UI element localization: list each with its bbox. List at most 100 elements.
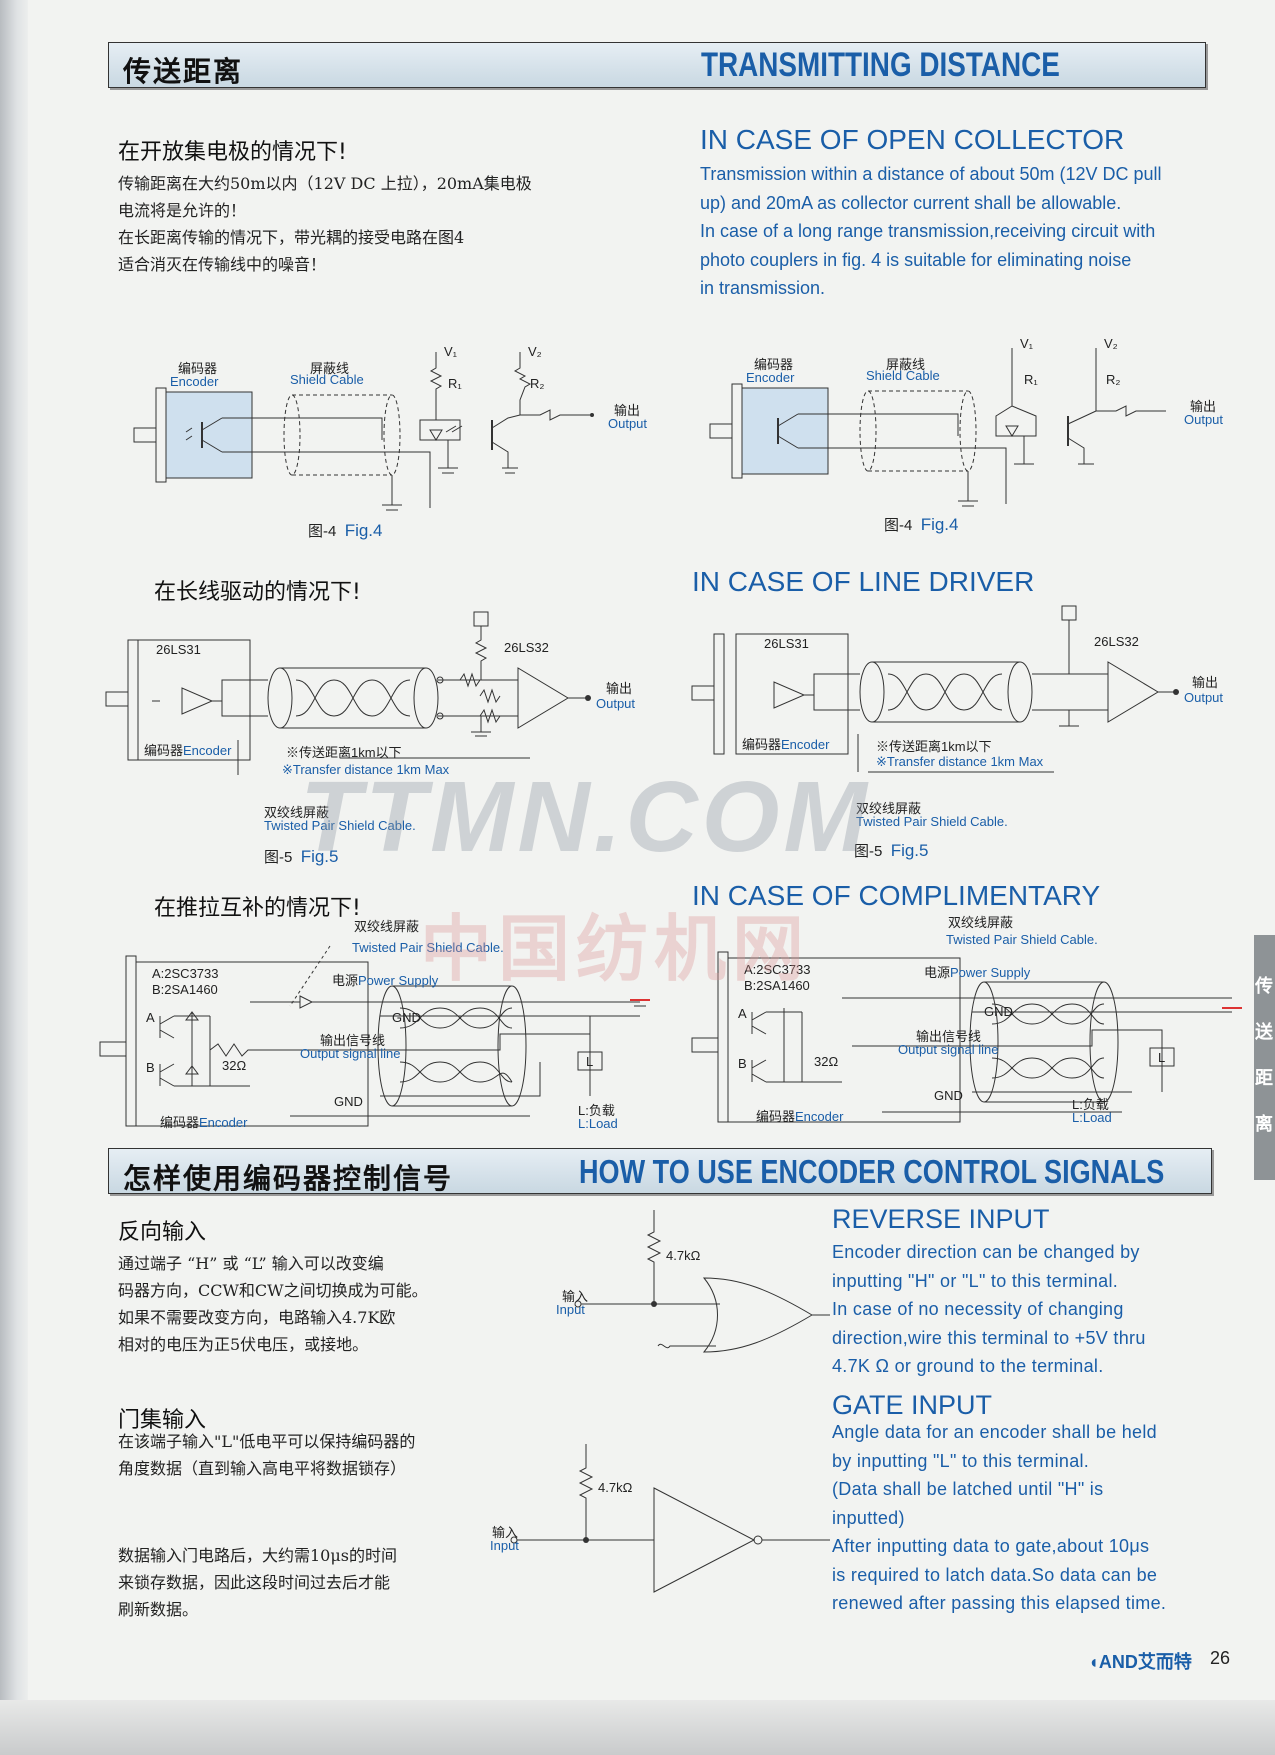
gate-text-cn-1: 在该端子输入"L"低电平可以保持编码器的 角度数据（直到输入高电平将数据锁存）: [118, 1428, 538, 1482]
label-cn: 编码器: [144, 743, 184, 758]
section2-title-en: HOW TO USE ENCODER CONTROL SIGNALS: [579, 1153, 1165, 1190]
fig6r-signal-cn: 输出信号线: [916, 1029, 982, 1044]
fig4-left-circuit: [133, 352, 594, 511]
text-line: inputting "H" or "L" to this terminal.: [832, 1270, 1119, 1291]
gate-heading-cn: 门集输入: [118, 1408, 207, 1433]
brand-logo: ◖AND艾而特: [1088, 1652, 1192, 1672]
text-line: 在该端子输入"L"低电平可以保持编码器的: [118, 1432, 416, 1451]
label-cn: L:负载: [1072, 1097, 1109, 1112]
gate-input-cn: 输入: [492, 1525, 519, 1540]
fig6-power-supply: 电源Power Supply: [332, 970, 438, 989]
fig4r-output-en: Output: [1184, 412, 1224, 427]
rev-text-en: Encoder direction can be changed by inpu…: [832, 1238, 1232, 1381]
text-line: 电流将是允许的！: [118, 201, 247, 220]
text-line: 角度数据（直到输入高电平将数据锁存）: [118, 1459, 407, 1478]
fig4-v2: V₂: [528, 344, 542, 359]
cp-heading-cn: 在推拉互补的情况下!: [154, 896, 361, 921]
fig6r-gnd-top: GND: [984, 1004, 1013, 1019]
fig6r-gnd-bottom: GND: [934, 1088, 963, 1103]
fig5-output-cn: 输出: [606, 681, 633, 696]
text-line: In case of a long range transmission,rec…: [700, 221, 1156, 241]
fig4-r1: R₁: [448, 376, 462, 391]
caption-cn: 图-5: [264, 849, 293, 866]
text-line: 相对的电压为正5伏电压，或接地。: [118, 1335, 369, 1354]
side-tab: 传送距离: [1252, 935, 1275, 1180]
text-line: by inputting "L" to this terminal.: [832, 1450, 1090, 1471]
fig6-left-circuit: [99, 945, 650, 1127]
text-line: 数据输入门电路后，大约需10μs的时间: [118, 1546, 397, 1565]
label-cn: 电源: [332, 973, 359, 988]
text-line: 刷新数据。: [118, 1600, 199, 1619]
gate-diagram: 4.7kΩ 输入 Input: [490, 1444, 830, 1604]
text-line: 通过端子 “H” 或 “L” 输入可以改变编: [118, 1254, 384, 1273]
fig5-distance-cn: ※传送距离1km以下: [286, 745, 402, 760]
fig6-signal-en: Output signal line: [300, 1046, 401, 1061]
fig4r-encoder-en: Encoder: [746, 370, 795, 385]
fig4r-v2: V₂: [1104, 336, 1118, 351]
fig4r-output-cn: 输出: [1190, 399, 1217, 414]
label-cn: 编码器: [160, 1115, 200, 1130]
rev-input-en: Input: [556, 1302, 585, 1317]
watermark-ttmn: TTMN.COM: [300, 761, 871, 873]
rev-circuit: [574, 1210, 830, 1353]
text-line: inputted): [832, 1507, 905, 1528]
fig6r-load-en: L:Load: [1072, 1110, 1112, 1125]
text-line: (Data shall be latched until "H" is: [832, 1479, 1104, 1499]
gate-input-en: Input: [490, 1538, 519, 1553]
fig6r-tp-en: Twisted Pair Shield Cable.: [946, 932, 1098, 947]
label-en: Encoder: [199, 1115, 248, 1130]
oc-text-en: Transmission within a distance of about …: [700, 160, 1230, 303]
label-en: Power Supply: [950, 965, 1031, 980]
fig6-load-en: L:Load: [578, 1116, 618, 1131]
fig5-left-circuit: [105, 611, 591, 775]
fig5r-tp-en: Twisted Pair Shield Cable.: [856, 814, 1008, 829]
fig6-tp-cn: 双绞线屏蔽: [354, 919, 420, 934]
label-cn: 编码器: [756, 1109, 796, 1124]
fig4-v1: V₁: [444, 344, 458, 359]
gate-text-en: Angle data for an encoder shall be held …: [832, 1418, 1232, 1618]
ld-heading-en: IN CASE OF LINE DRIVER: [692, 566, 1035, 597]
binding-spine: [0, 0, 28, 1755]
fig4-output-cn: 输出: [614, 403, 641, 418]
label-en: Encoder: [781, 737, 830, 752]
fig5r-output-cn: 输出: [1192, 675, 1219, 690]
fig6-load-cn: L:负载: [578, 1103, 615, 1118]
label-en: Power Supply: [358, 973, 439, 988]
text-line: 在长距离传输的情况下，带光耦的接受电路在图4: [118, 228, 465, 247]
text-line: photo couplers in fig. 4 is suitable for…: [700, 249, 1132, 270]
fig5r-output-en: Output: [1184, 690, 1224, 705]
fig5-tp-cn: 双绞线屏蔽: [264, 805, 330, 820]
section-title-en: TRANSMITTING DISTANCE: [701, 46, 1060, 84]
text-line: 来锁存数据，因此这段时间过去后才能: [118, 1573, 391, 1592]
fig6r-power-supply: 电源Power Supply: [924, 962, 1030, 981]
fig5-encoder: 编码器Encoder: [144, 740, 231, 759]
fig4r-r2: R₂: [1106, 372, 1121, 387]
fig6r-signal-en: Output signal line: [898, 1042, 999, 1057]
fig6-a-label: A: [146, 1010, 155, 1025]
oc-heading-cn: 在开放集电极的情况下!: [118, 140, 347, 165]
gate-heading-en: GATE INPUT: [832, 1390, 993, 1420]
text-line: Transmission within a distance of about …: [700, 164, 1162, 184]
fig4r-shield-en: Shield Cable: [866, 368, 940, 383]
text-line: in transmission.: [700, 278, 826, 298]
rev-heading-cn: 反向输入: [118, 1220, 207, 1245]
fig6-load-box-label: L: [586, 1054, 594, 1069]
fig4-encoder-cn: 编码器: [178, 361, 218, 376]
fig6-resistor-label: 32Ω: [222, 1058, 247, 1073]
fig4-right-circuit: [709, 348, 1166, 507]
fig4-r2: R₂: [530, 376, 545, 391]
fig4-shield-en: Shield Cable: [290, 372, 364, 387]
text-line: is required to latch data.So data can be: [832, 1564, 1158, 1585]
text-line: up) and 20mA as collector current shall …: [700, 192, 1122, 213]
fig6r-b-label: B: [738, 1056, 747, 1071]
rev-diagram: 4.7kΩ 输入 Input: [550, 1210, 830, 1370]
gate-text-cn-2: 数据输入门电路后，大约需10μs的时间 来锁存数据，因此这段时间过去后才能 刷新…: [118, 1542, 538, 1623]
fig6-right: 双绞线屏蔽 Twisted Pair Shield Cable. A:2SC37…: [691, 912, 1252, 1132]
oc-text-cn: 传输距离在大约50m以内（12V DC 上拉），20mA集电极 电流将是允许的！…: [118, 170, 618, 278]
fig6-gnd-bottom: GND: [334, 1094, 363, 1109]
watermark-cn: 中国纺机网: [420, 907, 811, 991]
caption-en: Fig.4: [344, 521, 383, 540]
caption-en: Fig.4: [920, 515, 959, 534]
fig4-output-en: Output: [608, 416, 648, 431]
section-header-transmitting: 传送距离 TRANSMITTING DISTANCE: [108, 42, 1206, 88]
